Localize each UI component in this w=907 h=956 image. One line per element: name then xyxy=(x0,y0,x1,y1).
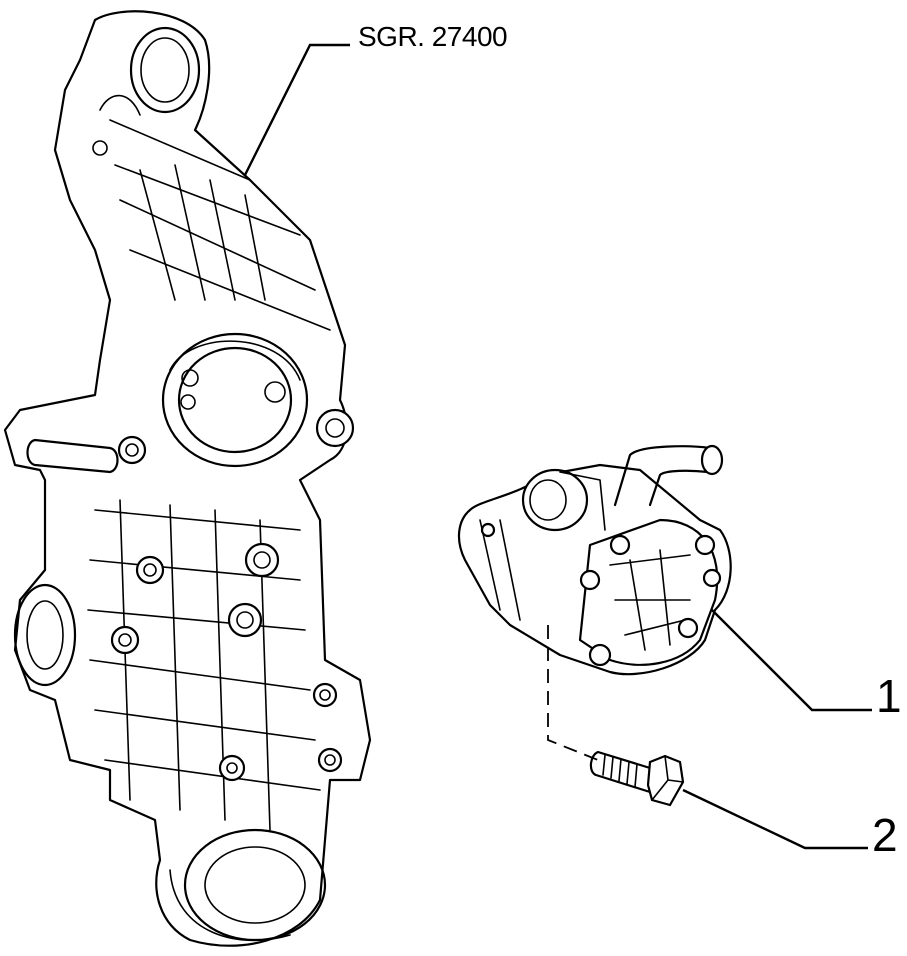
pump-drawing xyxy=(457,444,732,676)
leader-line-part-1 xyxy=(711,609,872,712)
bolt-drawing xyxy=(589,750,685,807)
part-number-1: 1 xyxy=(876,670,902,722)
leader-line-part-2 xyxy=(682,788,868,850)
bracket-drawing xyxy=(3,10,372,947)
assembly-axis-line xyxy=(547,625,599,761)
part-number-2: 2 xyxy=(872,809,898,861)
leader-line-reference xyxy=(243,43,350,176)
reference-label: SGR. 27400 xyxy=(358,21,507,52)
